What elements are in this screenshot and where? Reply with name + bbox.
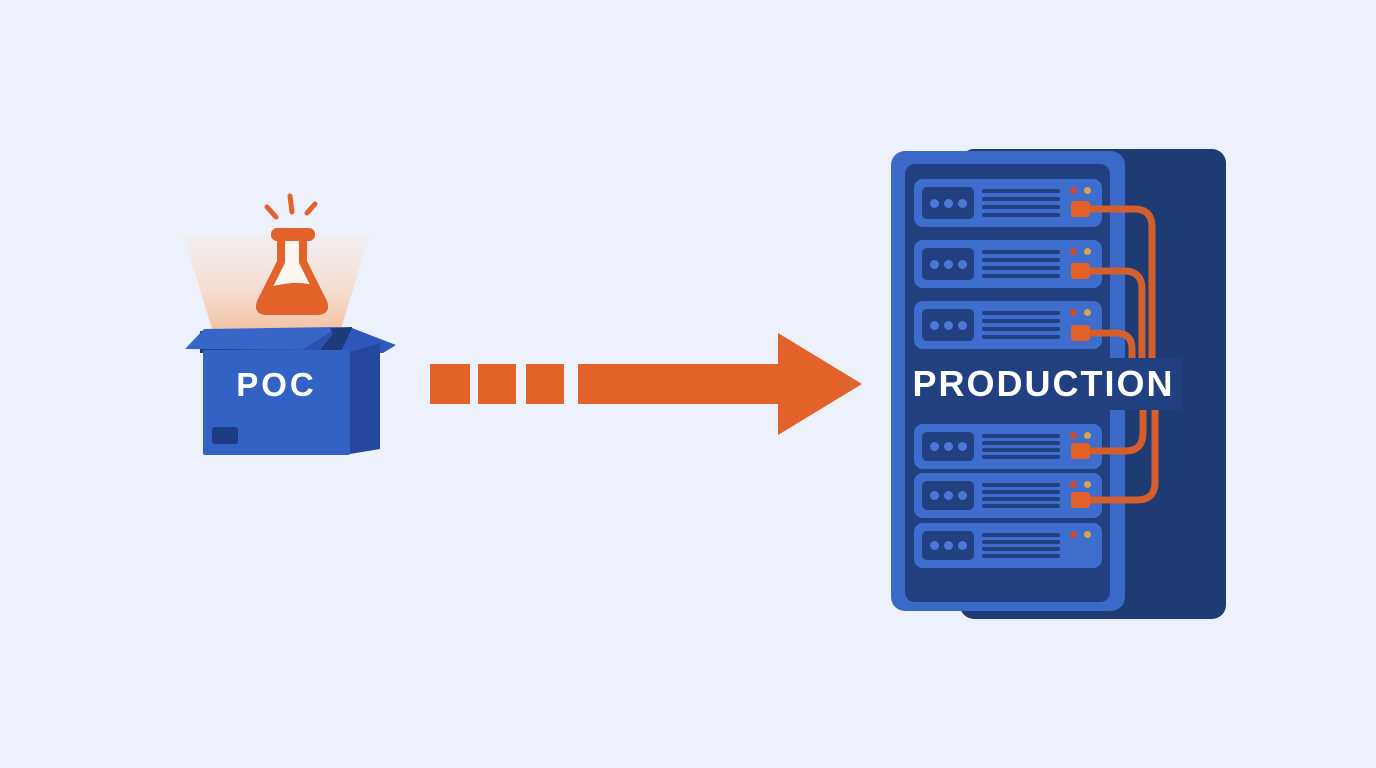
- red-status-light-icon: [1070, 481, 1077, 488]
- migration-arrow: [430, 333, 862, 435]
- server-front-panel: [922, 432, 974, 461]
- arrow-dash-2: [478, 364, 516, 404]
- network-port-icon: [1071, 263, 1090, 279]
- red-status-light-icon: [1070, 187, 1077, 194]
- box-side-face: [350, 343, 380, 454]
- data-line: [982, 197, 1060, 201]
- data-line: [982, 483, 1060, 487]
- panel-dot-icon: [929, 320, 939, 330]
- panel-dot-icon: [929, 541, 939, 550]
- data-line: [982, 540, 1060, 544]
- data-line: [982, 266, 1060, 270]
- panel-dot-icon: [929, 491, 939, 500]
- box-flap-notch: [330, 328, 352, 351]
- server-unit-6: [914, 523, 1102, 568]
- data-line: [982, 434, 1060, 438]
- server-unit-3: [914, 301, 1102, 349]
- flask-icon: [255, 228, 329, 315]
- data-line: [982, 274, 1060, 278]
- amber-status-light-icon: [1084, 432, 1091, 439]
- panel-dot-icon: [929, 442, 939, 451]
- server-unit-1: [914, 179, 1102, 227]
- panel-dot-icon: [929, 198, 939, 208]
- server-front-panel: [922, 309, 974, 341]
- server-unit-2: [914, 240, 1102, 288]
- red-status-light-icon: [1070, 309, 1077, 316]
- panel-dot-icon: [943, 491, 953, 500]
- panel-dot-icon: [943, 442, 953, 451]
- server-unit-5: [914, 473, 1102, 518]
- network-port-icon: [1071, 492, 1090, 508]
- data-line: [982, 533, 1060, 537]
- data-line: [982, 490, 1060, 494]
- data-line: [982, 547, 1060, 551]
- data-line: [982, 554, 1060, 558]
- red-status-light-icon: [1070, 248, 1077, 255]
- server-data-lines: [982, 311, 1060, 339]
- data-line: [982, 504, 1060, 508]
- poc-box-illustration: [183, 193, 396, 455]
- data-line: [982, 497, 1060, 501]
- server-data-lines: [982, 434, 1060, 459]
- box-left-flap-shade: [302, 327, 338, 350]
- panel-dot-icon: [943, 320, 953, 330]
- panel-dot-icon: [929, 259, 939, 269]
- panel-dot-icon: [957, 491, 967, 500]
- poc-label: POC: [236, 366, 317, 403]
- server-data-lines: [982, 189, 1060, 217]
- arrow-dash-1: [430, 364, 470, 404]
- data-line: [982, 189, 1060, 193]
- network-port-icon: [1071, 201, 1090, 217]
- amber-status-light-icon: [1084, 187, 1091, 194]
- data-line: [982, 319, 1060, 323]
- server-front-panel: [922, 481, 974, 510]
- panel-dot-icon: [957, 442, 967, 451]
- data-line: [982, 441, 1060, 445]
- arrow-dash-3: [526, 364, 564, 404]
- server-front-panel: [922, 248, 974, 280]
- amber-status-light-icon: [1084, 309, 1091, 316]
- data-line: [982, 327, 1060, 331]
- production-label-band: [905, 358, 1182, 410]
- server-data-lines: [982, 483, 1060, 508]
- panel-dot-icon: [957, 320, 967, 330]
- panel-dot-icon: [957, 198, 967, 208]
- data-line: [982, 311, 1060, 315]
- box-right-flap: [341, 328, 396, 353]
- spark-lines: [264, 193, 318, 220]
- production-label: PRODUCTION: [912, 363, 1175, 404]
- amber-status-light-icon: [1084, 531, 1091, 538]
- panel-dot-icon: [957, 541, 967, 550]
- network-port-icon: [1071, 443, 1090, 459]
- red-status-light-icon: [1070, 531, 1077, 538]
- server-front-panel: [922, 531, 974, 560]
- data-line: [982, 448, 1060, 452]
- data-line: [982, 258, 1060, 262]
- amber-status-light-icon: [1084, 481, 1091, 488]
- flask-outline: [255, 241, 329, 315]
- server-unit-4: [914, 424, 1102, 469]
- data-line: [982, 455, 1060, 459]
- arrow-shaft: [578, 364, 780, 404]
- panel-dot-icon: [943, 198, 953, 208]
- box-label-plate: [212, 427, 238, 444]
- panel-dot-icon: [957, 259, 967, 269]
- box-left-flap: [185, 327, 338, 350]
- panel-dot-icon: [943, 541, 953, 550]
- network-port-icon: [1071, 325, 1090, 341]
- red-status-light-icon: [1070, 432, 1077, 439]
- panel-dot-icon: [943, 259, 953, 269]
- server-front-panel: [922, 187, 974, 219]
- data-line: [982, 205, 1060, 209]
- flask-rim: [271, 228, 315, 241]
- amber-status-light-icon: [1084, 248, 1091, 255]
- poc-box: [185, 327, 396, 455]
- box-front-face: [203, 350, 350, 455]
- data-line: [982, 213, 1060, 217]
- server-data-lines: [982, 250, 1060, 278]
- data-line: [982, 335, 1060, 339]
- arrow-head: [778, 333, 862, 435]
- data-line: [982, 250, 1060, 254]
- server-data-lines: [982, 533, 1060, 558]
